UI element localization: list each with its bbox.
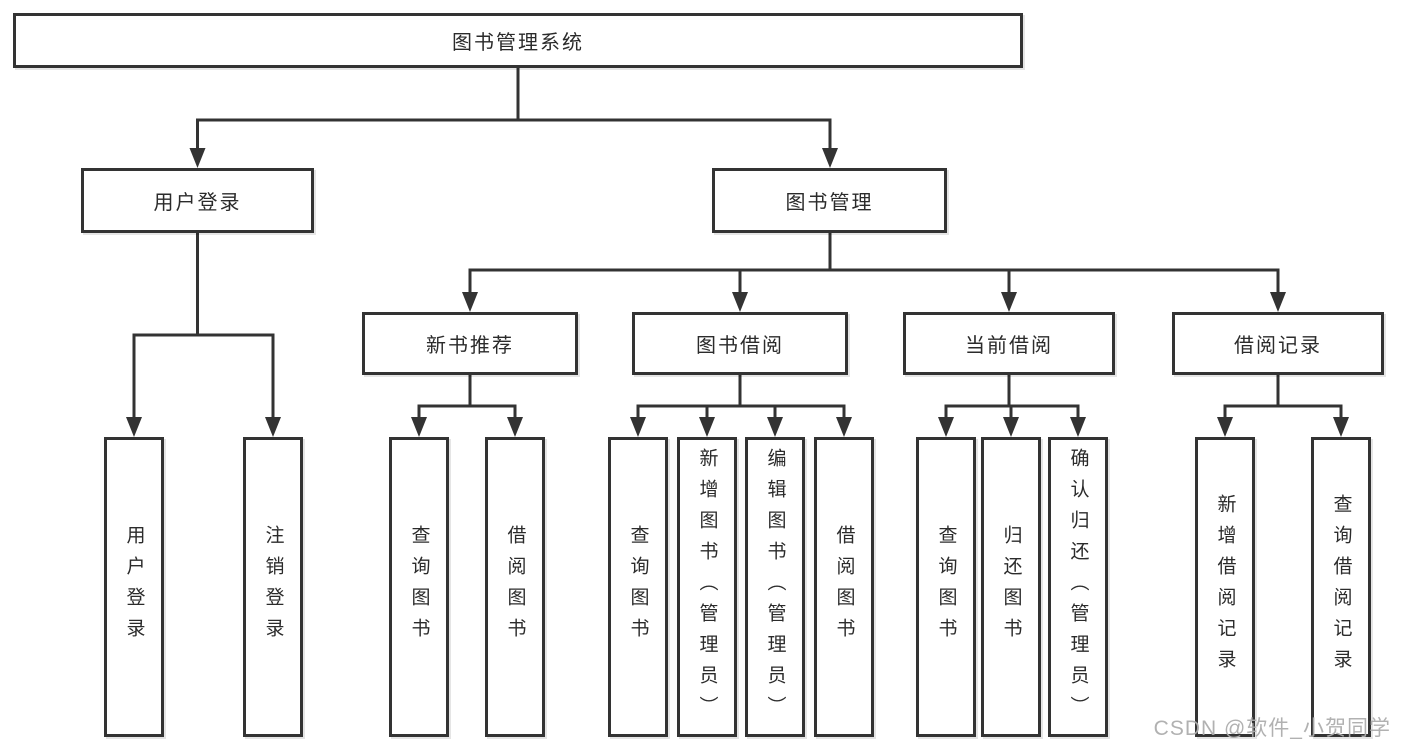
leaf-borrow-books-2: 借阅图书 bbox=[814, 437, 874, 737]
node-current-borrowing-label: 当前借阅 bbox=[965, 335, 1053, 357]
leaf-label: 归还图书 bbox=[1000, 525, 1022, 649]
node-book-management: 图书管理 bbox=[712, 168, 947, 233]
leaf-return-books: 归还图书 bbox=[981, 437, 1041, 737]
leaf-add-borrow-record: 新增借阅记录 bbox=[1195, 437, 1255, 737]
leaf-logout: 注销登录 bbox=[243, 437, 303, 737]
node-book-management-label: 图书管理 bbox=[785, 192, 874, 214]
node-current-borrowing: 当前借阅 bbox=[903, 312, 1115, 375]
leaf-add-books-admin: 新增图书（管理员） bbox=[677, 437, 737, 737]
leaf-label: 借阅图书 bbox=[504, 525, 526, 649]
leaf-label: 查询图书 bbox=[627, 525, 649, 649]
leaf-label: 新增图书（管理员） bbox=[696, 447, 718, 727]
node-user-login-label: 用户登录 bbox=[153, 192, 242, 214]
leaf-label: 编辑图书（管理员） bbox=[764, 447, 786, 727]
node-book-borrowing: 图书借阅 bbox=[632, 312, 848, 375]
node-root: 图书管理系统 bbox=[13, 13, 1023, 68]
leaf-borrow-books-1: 借阅图书 bbox=[485, 437, 545, 737]
leaf-label: 查询借阅记录 bbox=[1330, 494, 1352, 680]
leaf-user-login: 用户登录 bbox=[104, 437, 164, 737]
csdn-watermark: CSDN @软件_小贺同学 bbox=[1153, 717, 1391, 740]
node-new-book-recommend: 新书推荐 bbox=[362, 312, 578, 375]
leaf-label: 用户登录 bbox=[123, 525, 145, 649]
leaf-confirm-return-admin: 确认归还（管理员） bbox=[1048, 437, 1108, 737]
leaf-edit-books-admin: 编辑图书（管理员） bbox=[745, 437, 805, 737]
node-user-login: 用户登录 bbox=[81, 168, 314, 233]
leaf-label: 确认归还（管理员） bbox=[1067, 447, 1089, 727]
leaf-query-borrow-record: 查询借阅记录 bbox=[1311, 437, 1371, 737]
leaf-label: 查询图书 bbox=[935, 525, 957, 649]
node-new-book-recommend-label: 新书推荐 bbox=[426, 335, 514, 357]
leaf-label: 注销登录 bbox=[262, 525, 284, 649]
leaf-label: 新增借阅记录 bbox=[1214, 494, 1236, 680]
leaf-query-books-2: 查询图书 bbox=[608, 437, 668, 737]
leaf-query-books-1: 查询图书 bbox=[389, 437, 449, 737]
leaf-label: 借阅图书 bbox=[833, 525, 855, 649]
node-borrowing-records: 借阅记录 bbox=[1172, 312, 1384, 375]
node-borrowing-records-label: 借阅记录 bbox=[1234, 335, 1322, 357]
leaf-label: 查询图书 bbox=[408, 525, 430, 649]
node-root-label: 图书管理系统 bbox=[452, 32, 584, 54]
leaf-query-books-3: 查询图书 bbox=[916, 437, 976, 737]
node-book-borrowing-label: 图书借阅 bbox=[696, 335, 784, 357]
